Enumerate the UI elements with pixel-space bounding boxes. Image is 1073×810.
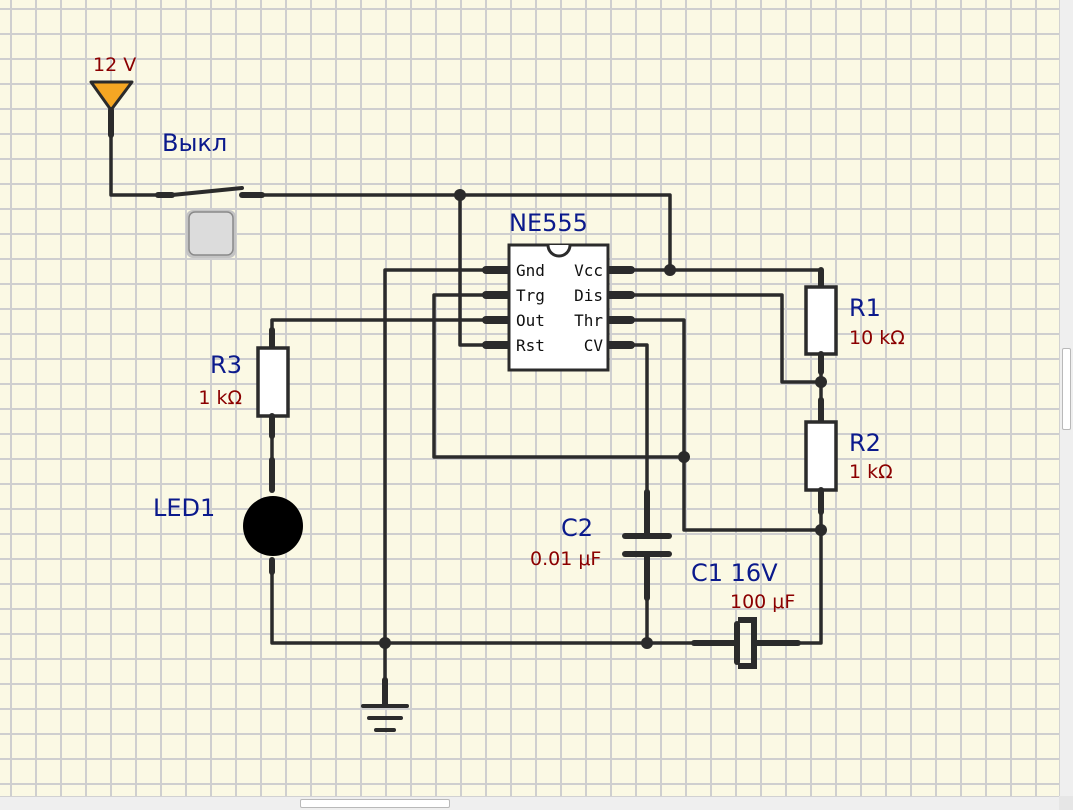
ic-ne555[interactable]: NE555 Gnd Trg Out Rst Vcc Dis Thr CV [482, 209, 635, 372]
wire [628, 318, 823, 532]
wire [628, 268, 823, 290]
toggle-button-face [188, 211, 234, 256]
power-source-12v[interactable]: 12 V [89, 54, 136, 138]
wire [432, 293, 686, 459]
scrollbar-corner [1059, 796, 1073, 810]
wire [628, 343, 649, 497]
capacitor-c1-label: C1 16V [691, 559, 778, 587]
ic-pin-vcc: Vcc [574, 261, 603, 280]
junction-dot [454, 189, 466, 201]
junction-dot [664, 264, 676, 276]
led-bulb-icon [243, 496, 303, 556]
wire [458, 193, 489, 347]
ic-label: NE555 [509, 209, 588, 237]
resistor-r1-value: 10 kΩ [849, 327, 905, 349]
wire [383, 268, 489, 702]
ic-pin-cv: CV [584, 336, 604, 355]
resistor-r1-label: R1 [849, 294, 881, 322]
switch-lever [170, 186, 244, 197]
ic-pin-gnd: Gnd [516, 261, 545, 280]
resistor-r2-label: R2 [849, 429, 881, 457]
wire [109, 130, 162, 197]
vertical-scrollbar-thumb[interactable] [1062, 348, 1071, 430]
ic-pin-stubs [482, 266, 635, 349]
capacitor-c1-value: 100 μF [730, 591, 795, 613]
wire [260, 193, 672, 272]
junctions [379, 189, 827, 649]
ic-pin-out: Out [516, 311, 545, 330]
ic-pin-trg: Trg [516, 286, 545, 305]
resistor-r2[interactable]: R2 1 kΩ [804, 397, 893, 515]
junction-dot [815, 524, 827, 536]
switch-component[interactable]: Выкл [155, 129, 265, 198]
capacitor-c2-value: 0.01 μF [530, 548, 601, 570]
resistor-r1[interactable]: R1 10 kΩ [804, 267, 905, 375]
ic-pin-rst: Rst [516, 336, 545, 355]
resistor-r3-value: 1 kΩ [198, 387, 242, 409]
ic-pin-dis: Dis [574, 286, 603, 305]
led-component[interactable]: LED1 [153, 457, 303, 575]
resistor-r2-body [804, 420, 838, 492]
switch-label: Выкл [162, 129, 227, 157]
wire [270, 568, 699, 645]
capacitor-c2[interactable]: C2 0.01 μF [530, 489, 672, 601]
ground-symbol[interactable] [361, 677, 409, 732]
junction-dot [815, 376, 827, 388]
wire [628, 293, 823, 384]
capacitor-c1-curved-plate [738, 617, 757, 669]
resistor-r1-body [804, 285, 838, 356]
resistor-r3[interactable]: R3 1 kΩ [198, 327, 290, 439]
resistor-r3-label: R3 [210, 351, 242, 379]
horizontal-scrollbar-thumb[interactable] [300, 799, 450, 808]
ic-notch [546, 244, 572, 258]
supply-voltage-label: 12 V [93, 54, 136, 76]
switch-toggle-button[interactable] [186, 210, 236, 258]
ic-body [507, 243, 610, 372]
supply-triangle-icon [89, 80, 134, 112]
resistor-r2-value: 1 kΩ [849, 461, 893, 483]
ic-pin-thr: Thr [574, 311, 603, 330]
capacitor-c1[interactable]: C1 16V 100 μF [691, 559, 801, 669]
led-label: LED1 [153, 494, 215, 522]
vertical-scrollbar[interactable] [1059, 0, 1073, 796]
wire [796, 488, 823, 645]
horizontal-scrollbar[interactable] [0, 796, 1059, 810]
junction-dot [379, 637, 391, 649]
junction-dot [678, 451, 690, 463]
wires [109, 130, 823, 702]
wire [270, 318, 489, 352]
capacitor-c2-label: C2 [561, 514, 593, 542]
junction-dot [641, 637, 653, 649]
schematic-canvas[interactable]: 12 V Выкл NE555 Gnd Trg Out Rst Vcc Dis [0, 0, 1059, 796]
resistor-r3-body [256, 346, 290, 418]
